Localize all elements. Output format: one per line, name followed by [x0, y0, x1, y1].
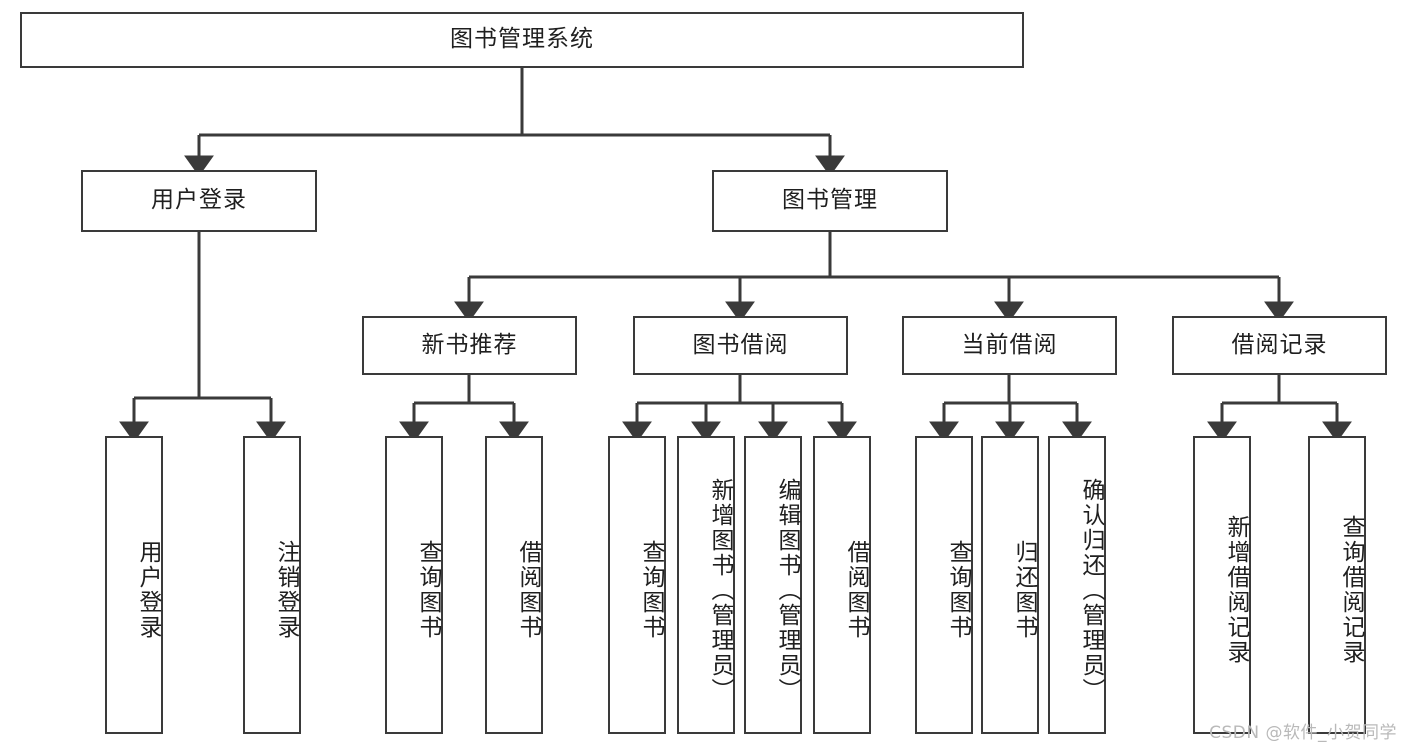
leaf-borrow-record-add-record[interactable]: 新增借阅记录: [1193, 436, 1251, 734]
leaf-book-borrow-borrow-book[interactable]: 借阅图书: [813, 436, 871, 734]
leaf-current-borrow-confirm-return-admin[interactable]: 确认归还（管理员）: [1048, 436, 1106, 734]
leaf-new-book-query-book[interactable]: 查询图书: [385, 436, 443, 734]
node-root-system[interactable]: 图书管理系统: [20, 12, 1024, 68]
leaf-user-login-login[interactable]: 用户登录: [105, 436, 163, 734]
node-book-management[interactable]: 图书管理: [712, 170, 948, 232]
node-current-borrow[interactable]: 当前借阅: [902, 316, 1117, 375]
node-book-borrow[interactable]: 图书借阅: [633, 316, 848, 375]
node-user-login[interactable]: 用户登录: [81, 170, 317, 232]
leaf-current-borrow-query-book[interactable]: 查询图书: [915, 436, 973, 734]
leaf-borrow-record-query-record[interactable]: 查询借阅记录: [1308, 436, 1366, 734]
leaf-user-login-logout[interactable]: 注销登录: [243, 436, 301, 734]
node-new-book-recommend[interactable]: 新书推荐: [362, 316, 577, 375]
leaf-book-borrow-query-book[interactable]: 查询图书: [608, 436, 666, 734]
leaf-book-borrow-edit-book-admin[interactable]: 编辑图书（管理员）: [744, 436, 802, 734]
leaf-book-borrow-add-book-admin[interactable]: 新增图书（管理员）: [677, 436, 735, 734]
leaf-current-borrow-return-book[interactable]: 归还图书: [981, 436, 1039, 734]
leaf-new-book-borrow-book[interactable]: 借阅图书: [485, 436, 543, 734]
node-borrow-record[interactable]: 借阅记录: [1172, 316, 1387, 375]
